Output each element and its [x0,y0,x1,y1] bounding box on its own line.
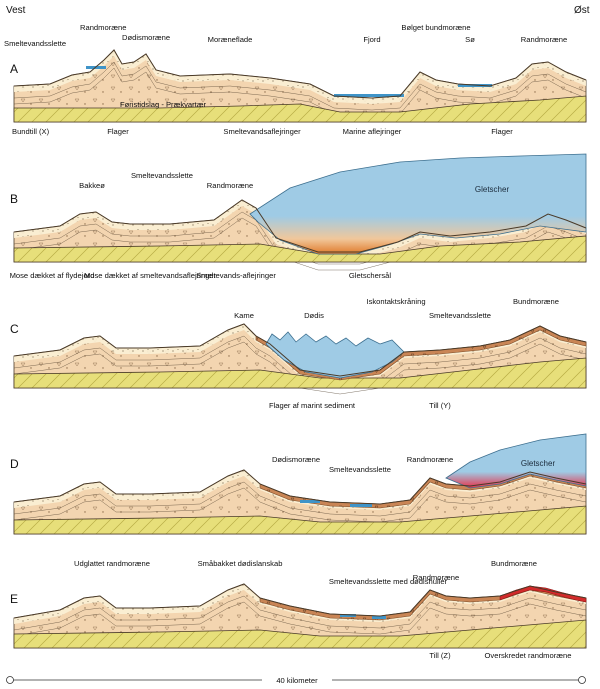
panel-a-label-8: Randmoræne [521,35,567,44]
bedrock-layer [13,95,587,123]
water-body-2 [372,616,386,619]
panel-e-label-3: Randmoræne [413,573,459,582]
panel-e-label-7: Overskredet randmoræne [485,651,572,660]
panel-letter: A [10,62,18,76]
panel-a-label-11: Flager [107,127,129,136]
surface-line [13,323,587,377]
glacier-ice [265,331,405,379]
panel-b [13,153,587,271]
panel-a-label-2: Randmoræne [80,23,126,32]
panel-d-label-2: Randmoræne [407,455,453,464]
stratum-line-1 [13,61,587,111]
panel-e-label-2: Småbakket dødislanskab [198,559,283,568]
bedrock-layer [13,505,587,535]
stratum-line-2 [13,67,587,117]
panel-b-label-4: Gletscher [475,185,510,194]
panel-d-label-1: Dødismoræne [272,455,320,464]
surface-line [13,49,587,99]
panel-a-label-3: Dødismoræne [122,33,170,42]
panel-e-label-6: Till (Z) [429,651,451,660]
bedrock-layer [13,357,587,389]
stratum-line-2 [13,601,587,637]
panel-b-label-1: Bakkeø [79,181,105,190]
stratum-line-2 [13,487,587,523]
stratum-line-1 [13,595,587,631]
panel-a-label-1: Smeltevandsslette [4,39,66,48]
panel-e-label-5: Smeltevandsslette med dødishuller [329,577,448,586]
scale-end-marker [578,676,586,684]
panel-a-label-12: Smeltevandsaflejringer [223,127,301,136]
panel-d-label-3: Smeltevandsslette [329,465,391,474]
panel-b-label-7: Smeltevands-aflejringer [196,271,276,280]
scale-label: 40 kilometer [276,676,318,685]
water-body-2 [350,504,372,507]
panel-a-label-5: Fjord [363,35,380,44]
panel-letter: C [10,322,19,336]
scale-label-bg [262,673,332,686]
scale-bar: 40 kilometer [6,673,586,686]
panel-e [13,583,587,649]
panel-c-label-2: Dødis [304,311,324,320]
panel-a-label-10: Bundtill (X) [12,127,50,136]
panel-b-label-8: Gletschersål [349,271,392,280]
bedrock-layer [13,619,587,649]
glacier-ice [249,153,587,255]
panel-b-label-3: Randmoræne [207,181,253,190]
stratum-line-2 [13,341,587,395]
water-body-1 [340,614,356,617]
panel-a-label-7: Sø [465,35,475,44]
panel-b-label-6: Mose dækket af smeltevandsaflejringer [84,271,217,280]
panel-a-label-4: Moræneflade [208,35,253,44]
panel-letter: D [10,457,19,471]
panel-c-label-4: Smeltevandsslette [429,311,491,320]
panel-letter: E [10,592,18,606]
panel-a-label-9: Føristidslag - Prækvartær [120,100,207,109]
panel-c-label-5: Bundmoræne [513,297,559,306]
panel-c-label-3: Iskontaktskråning [366,297,425,306]
surface-line [13,199,587,253]
stratum-line-1 [13,481,587,517]
panel-c-label-6: Flager af marint sediment [269,401,356,410]
panels-layer [13,49,587,649]
stratum-line-1 [13,211,587,265]
panel-e-label-1: Udglattet randmoræne [74,559,150,568]
panel-a-label-6: Bølget bundmoræne [401,23,470,32]
panel-c [13,323,587,395]
labels-layer: ABCDESmeltevandssletteRandmoræneDødismor… [4,23,571,660]
scale-start-marker [6,676,14,684]
panel-d [13,433,587,535]
water-body-1 [300,500,320,503]
red-till-band [499,585,587,603]
panel-letter: B [10,192,18,206]
panel-a [13,49,587,123]
panel-c-label-7: Till (Y) [429,401,451,410]
panel-b-label-5: Mose dækket af flydejord [10,271,95,280]
panel-d-label-4: Gletscher [521,459,556,468]
panel-a-label-14: Flager [491,127,513,136]
panel-a-label-13: Marine aflejringer [343,127,402,136]
glacier-ice [445,433,587,489]
panel-b-label-2: Smeltevandsslette [131,171,193,180]
panel-c-label-1: Kame [234,311,254,320]
stratum-line-1 [13,335,587,389]
water-body-1 [334,94,404,97]
east-label: Øst [574,5,590,16]
surface-line [13,469,587,505]
panel-e-label-4: Bundmoræne [491,559,537,568]
bedrock-layer [13,235,587,263]
surface-line [13,583,587,619]
west-label: Vest [6,5,26,16]
